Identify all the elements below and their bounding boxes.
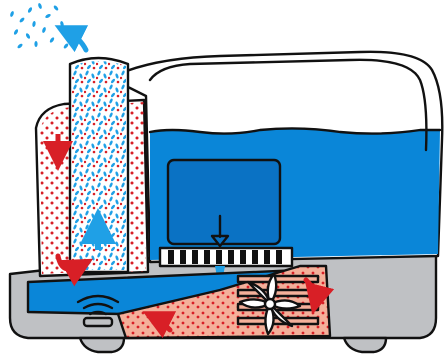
- duct-up-arrow: [142, 311, 177, 339]
- air-curve-arrow: [55, 253, 94, 287]
- tank-cartridge: [158, 158, 294, 282]
- mist-spray: [10, 3, 69, 49]
- fan-out-arrow: [303, 277, 335, 315]
- mist-out-arrow: [54, 25, 89, 53]
- fan: [238, 272, 302, 336]
- ultrasonic-transducer: [76, 294, 120, 328]
- grille: [158, 246, 294, 268]
